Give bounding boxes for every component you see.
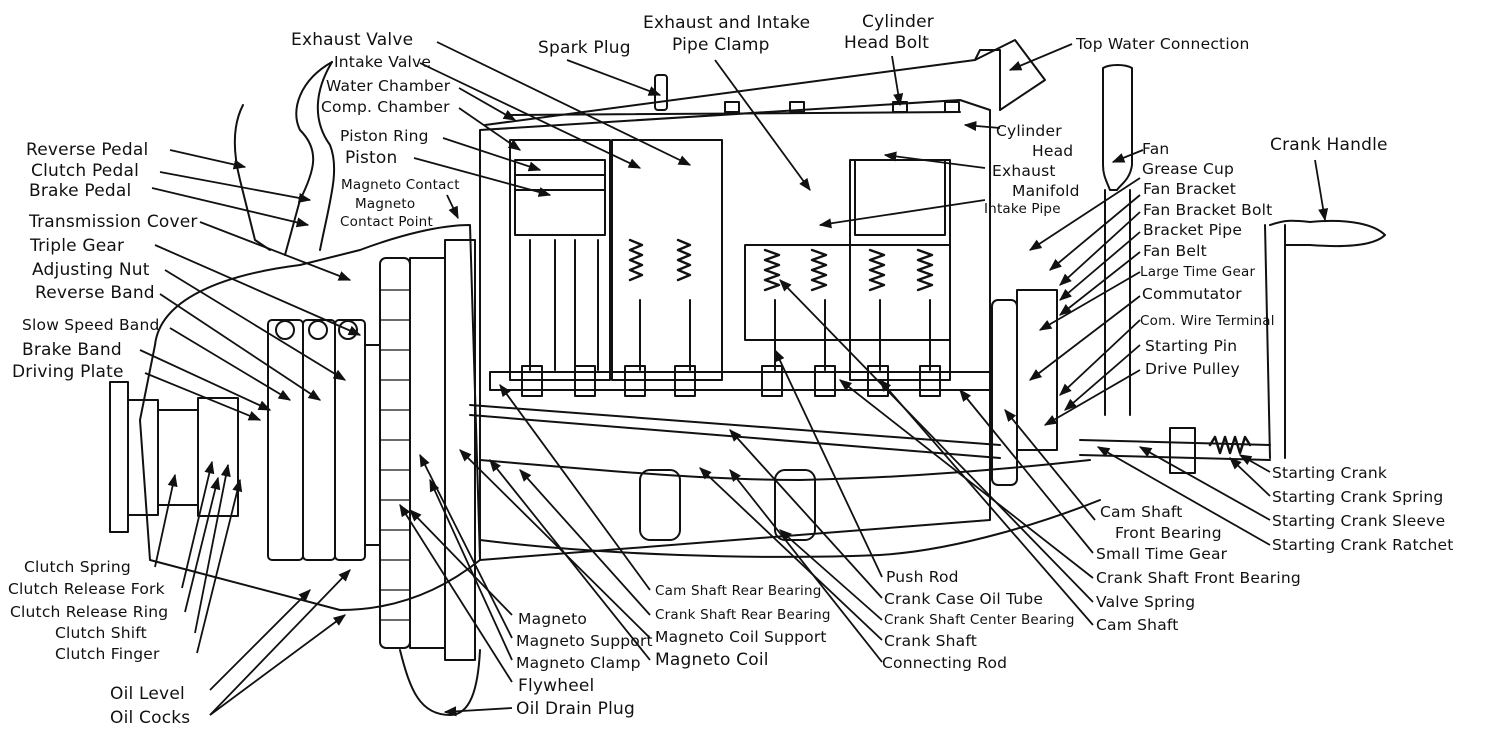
label-small-time-gear: Small Time Gear	[1096, 545, 1228, 563]
label-piston: Piston	[345, 148, 398, 168]
fan-shape	[1102, 64, 1133, 191]
label-flywheel: Flywheel	[518, 676, 595, 696]
label-magneto-contact-point-2: Contact Point	[340, 214, 433, 230]
label-magneto-support: Magneto Support	[516, 632, 653, 650]
label-push-rod: Push Rod	[886, 568, 959, 586]
label-clutch-finger: Clutch Finger	[55, 645, 160, 663]
transmission-housing	[139, 224, 481, 611]
label-cylinder-head-1: Cylinder	[996, 122, 1062, 140]
label-clutch-shift: Clutch Shift	[55, 624, 147, 642]
label-head-bolt-2: Head Bolt	[844, 33, 930, 53]
label-starting-crank-sleeve: Starting Crank Sleeve	[1272, 512, 1446, 530]
label-cam-shaft: Cam Shaft	[1096, 616, 1179, 634]
reverse-band-drum	[267, 319, 304, 561]
label-oil-cocks: Oil Cocks	[110, 708, 191, 728]
label-cylinder-head-2: Head	[1032, 142, 1074, 160]
engine-block	[479, 99, 991, 561]
label-reverse-band: Reverse Band	[35, 283, 155, 303]
label-triple-gear: Triple Gear	[30, 236, 125, 256]
label-commutator: Commutator	[1142, 285, 1242, 303]
label-cam-shaft-front-bearing-2: Front Bearing	[1115, 524, 1222, 542]
label-reverse-pedal: Reverse Pedal	[26, 140, 149, 160]
label-magneto-coil: Magneto Coil	[655, 650, 769, 670]
label-clutch-release-fork: Clutch Release Fork	[8, 580, 165, 598]
label-grease-cup: Grease Cup	[1142, 160, 1235, 178]
label-top-water-connection: Top Water Connection	[1076, 35, 1250, 53]
label-bracket-pipe: Bracket Pipe	[1143, 221, 1243, 239]
label-transmission-cover: Transmission Cover	[29, 212, 198, 232]
spark-plug-shape	[654, 74, 668, 111]
label-comp-chamber: Comp. Chamber	[321, 98, 450, 116]
label-magneto: Magneto	[518, 610, 588, 628]
label-starting-pin: Starting Pin	[1145, 337, 1238, 355]
label-drive-pulley: Drive Pulley	[1145, 360, 1240, 378]
label-water-chamber: Water Chamber	[326, 77, 451, 95]
label-crank-case-oil-tube: Crank Case Oil Tube	[884, 590, 1044, 608]
crank-handle-shape	[1264, 219, 1386, 459]
label-brake-band: Brake Band	[22, 340, 122, 360]
label-pipe-clamp-2: Pipe Clamp	[672, 35, 770, 55]
label-crank-shaft-center-bearing: Crank Shaft Center Bearing	[884, 612, 1075, 628]
cylinder-head	[484, 49, 1001, 126]
label-spark-plug: Spark Plug	[538, 38, 631, 58]
label-driving-plate: Driving Plate	[12, 362, 124, 382]
label-oil-drain-plug: Oil Drain Plug	[516, 699, 635, 719]
label-starting-crank-ratchet: Starting Crank Ratchet	[1272, 536, 1454, 554]
label-crank-handle: Crank Handle	[1270, 135, 1388, 155]
label-clutch-release-ring: Clutch Release Ring	[10, 603, 169, 621]
label-cam-shaft-front-bearing-1: Cam Shaft	[1100, 503, 1183, 521]
label-fan-belt: Fan Belt	[1143, 242, 1207, 260]
label-magneto-contact: Magneto Contact	[341, 177, 460, 193]
label-connecting-rod: Connecting Rod	[882, 654, 1008, 672]
label-com-wire-terminal: Com. Wire Terminal	[1140, 313, 1275, 329]
label-head-bolt-1: Cylinder	[862, 12, 934, 32]
label-cam-shaft-rear-bearing: Cam Shaft Rear Bearing	[655, 583, 822, 599]
label-fan-bracket: Fan Bracket	[1143, 180, 1237, 198]
label-crank-shaft-rear-bearing: Crank Shaft Rear Bearing	[655, 607, 831, 623]
label-magneto-clamp: Magneto Clamp	[516, 654, 641, 672]
label-large-time-gear: Large Time Gear	[1140, 264, 1256, 280]
label-slow-speed-band: Slow Speed Band	[22, 316, 160, 334]
label-starting-crank-spring: Starting Crank Spring	[1272, 488, 1444, 506]
label-adjusting-nut: Adjusting Nut	[32, 260, 150, 280]
label-brake-pedal: Brake Pedal	[29, 181, 132, 201]
label-magneto-contact-point-1: Magneto	[355, 196, 416, 212]
label-intake-pipe: Intake Pipe	[984, 201, 1061, 217]
label-exhaust-manifold-1: Exhaust	[992, 162, 1056, 180]
label-clutch-pedal: Clutch Pedal	[31, 161, 139, 181]
label-piston-ring: Piston Ring	[340, 127, 429, 145]
piston-shape	[514, 159, 606, 236]
label-valve-spring: Valve Spring	[1096, 593, 1196, 611]
label-exhaust-valve: Exhaust Valve	[291, 30, 414, 50]
label-intake-valve: Intake Valve	[334, 53, 432, 71]
label-starting-crank: Starting Crank	[1272, 464, 1388, 482]
clutch-pedal-shape	[284, 61, 333, 256]
label-clutch-spring: Clutch Spring	[24, 558, 131, 576]
label-crank-shaft: Crank Shaft	[884, 632, 978, 650]
cam-shaft	[489, 371, 991, 391]
label-oil-level: Oil Level	[110, 684, 185, 704]
label-pipe-clamp-1: Exhaust and Intake	[643, 13, 811, 33]
label-crank-shaft-front-bearing: Crank Shaft Front Bearing	[1096, 569, 1301, 587]
label-magneto-coil-support: Magneto Coil Support	[655, 628, 827, 646]
label-fan-bracket-bolt: Fan Bracket Bolt	[1143, 201, 1273, 219]
reverse-pedal-shape	[233, 104, 271, 251]
label-fan: Fan	[1142, 140, 1170, 158]
label-exhaust-manifold-2: Manifold	[1012, 182, 1080, 200]
